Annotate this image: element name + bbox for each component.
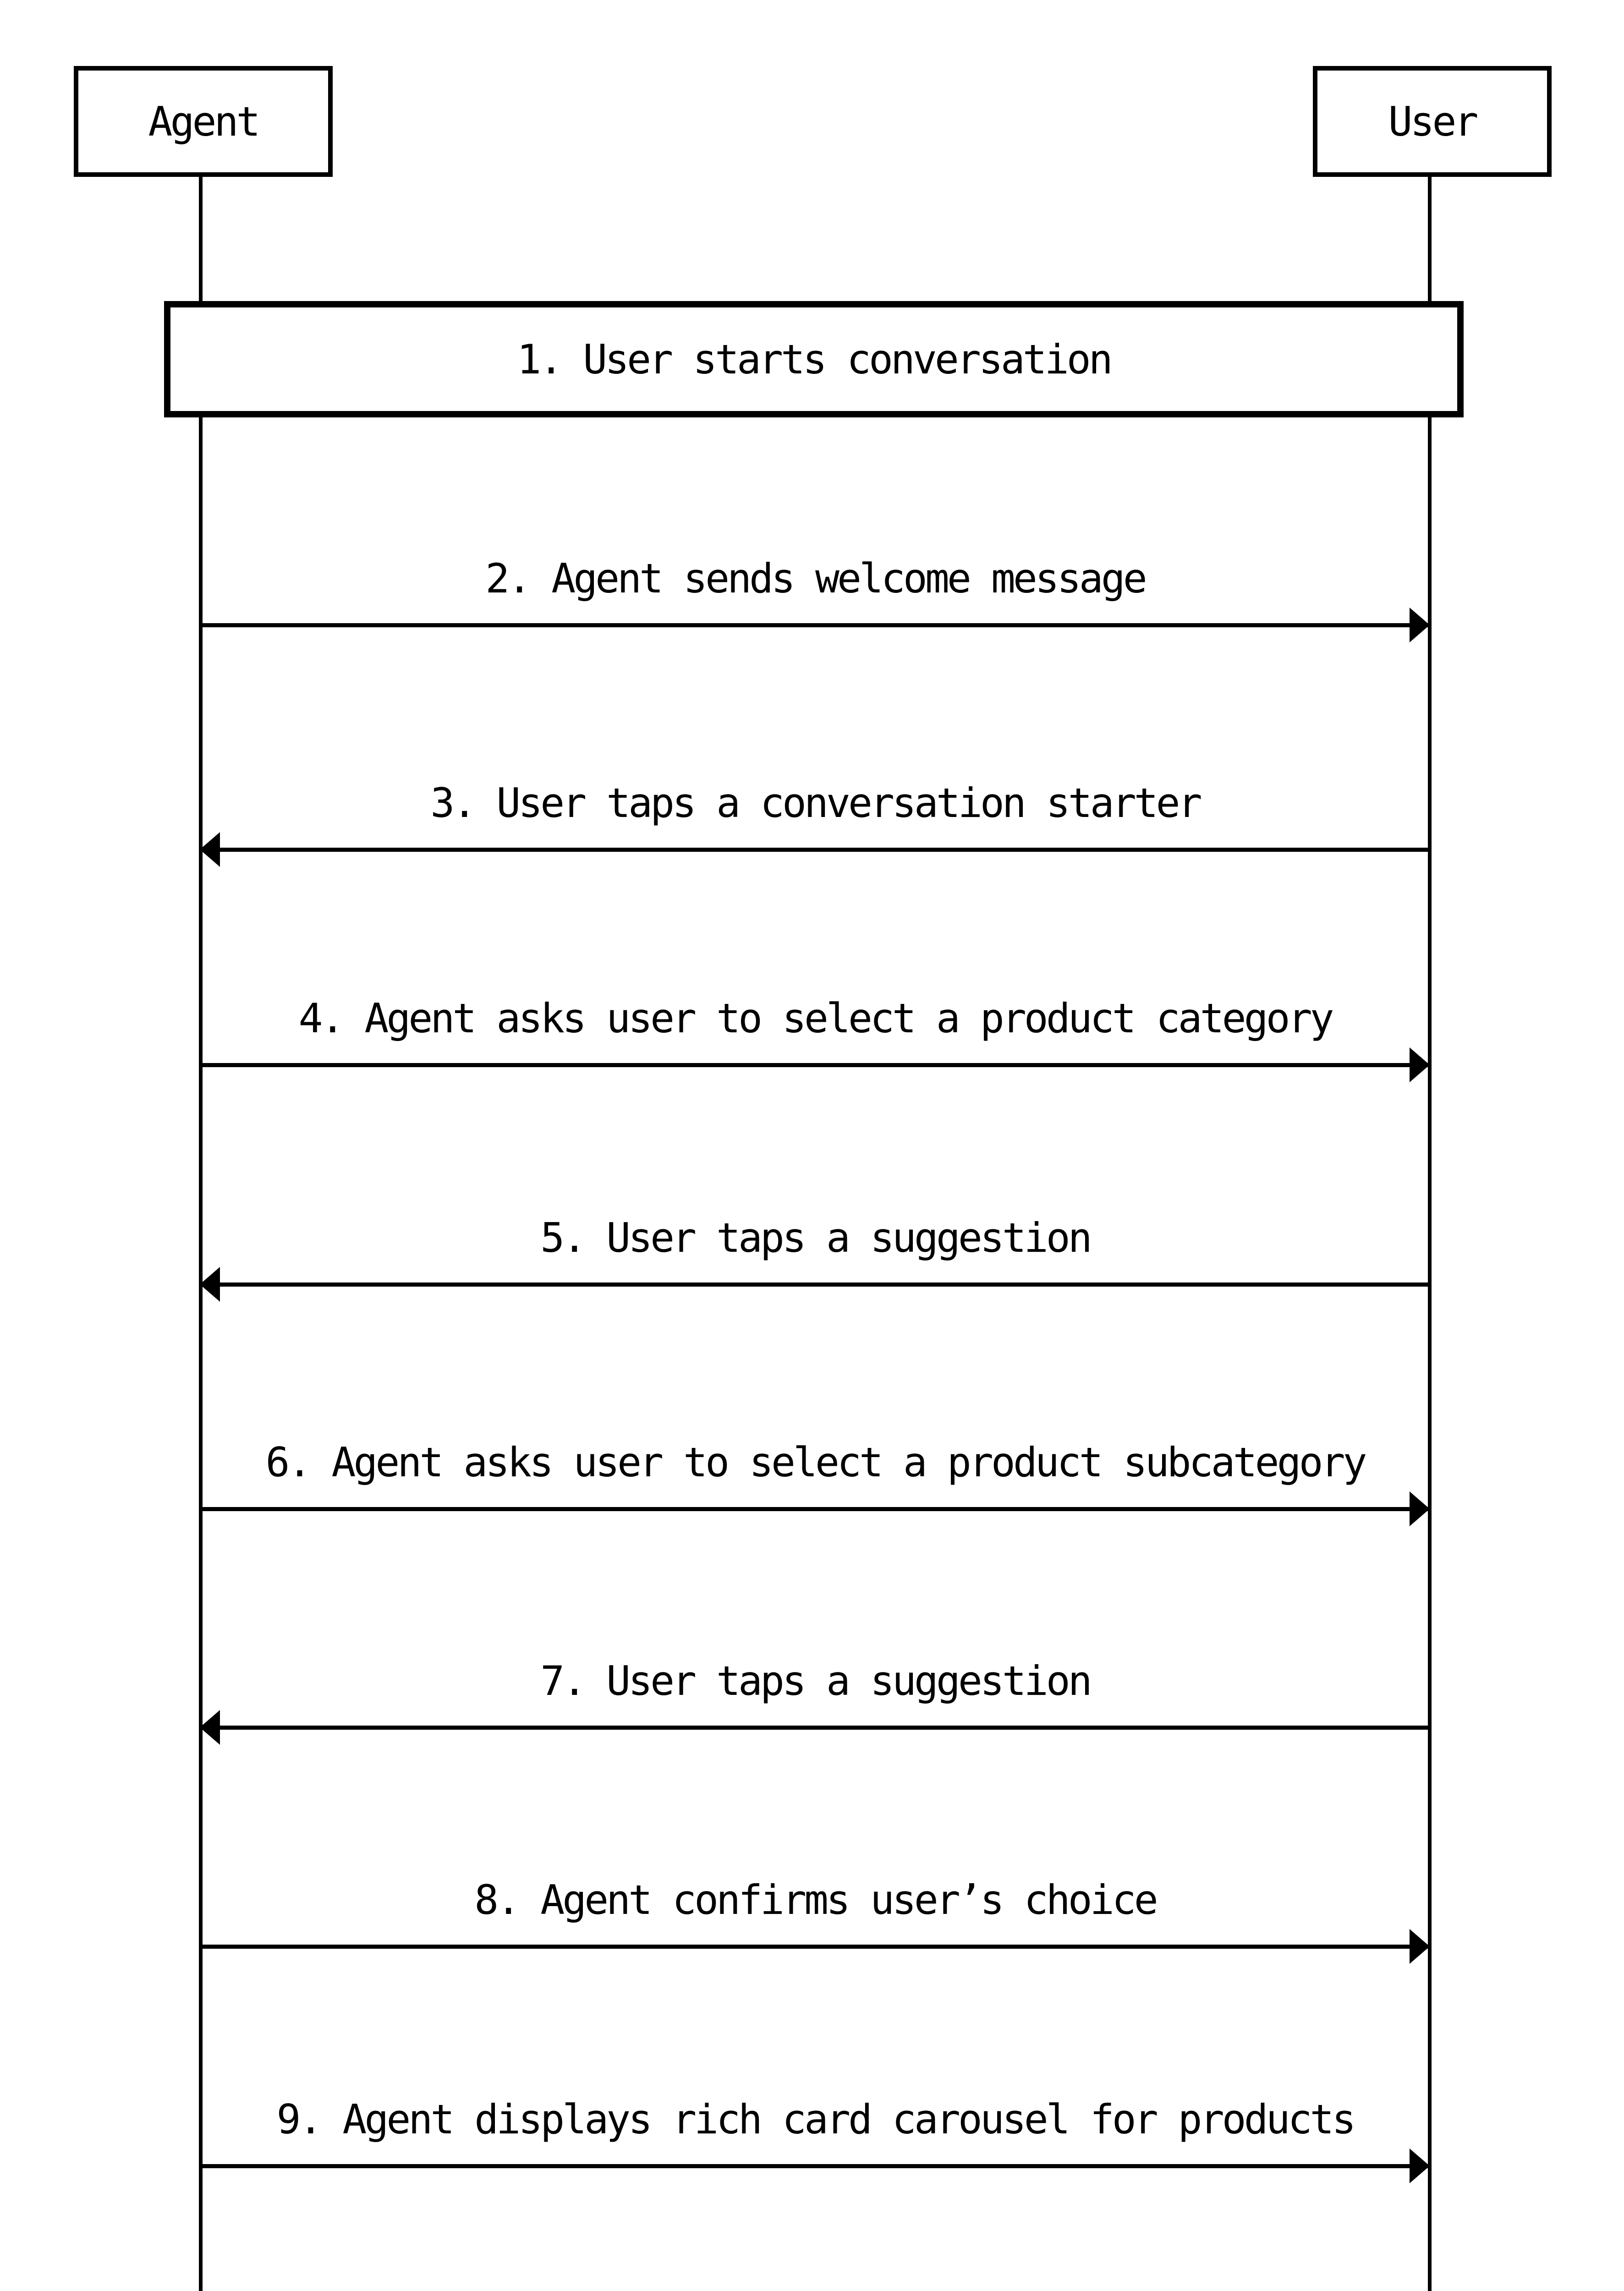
actor-label-agent: Agent bbox=[148, 98, 261, 145]
arrowhead-right-icon bbox=[1410, 608, 1430, 642]
actor-box-agent-top: Agent bbox=[74, 66, 333, 177]
message-label: 9. Agent displays rich card carousel for… bbox=[201, 2094, 1430, 2145]
arrowhead-right-icon bbox=[1410, 1491, 1430, 1526]
message-label: 4. Agent asks user to select a product c… bbox=[201, 993, 1430, 1044]
message-arrow-line bbox=[201, 848, 1430, 852]
message-label: 3. User taps a conversation starter bbox=[201, 778, 1430, 828]
arrowhead-right-icon bbox=[1410, 2148, 1430, 2183]
message-arrow-line bbox=[201, 623, 1430, 627]
message-text-line: 4. Agent asks user to select a product c… bbox=[298, 995, 1334, 1042]
note-text: 1. User starts conversation bbox=[517, 335, 1113, 383]
message-arrow-line bbox=[201, 1726, 1430, 1730]
message-arrow-line bbox=[201, 2164, 1430, 2168]
arrowhead-left-icon bbox=[200, 1710, 220, 1745]
arrowhead-right-icon bbox=[1410, 1929, 1430, 1964]
message-text-line: 5. User taps a suggestion bbox=[540, 1214, 1092, 1261]
lifeline-agent bbox=[199, 177, 203, 2291]
arrowhead-left-icon bbox=[200, 1267, 220, 1302]
note-banner: 1. User starts conversation bbox=[164, 301, 1464, 417]
message-text-line: 2. Agent sends welcome message bbox=[485, 555, 1147, 602]
message-text-line: 6. Agent asks user to select a product s… bbox=[265, 1439, 1367, 1486]
message-text-line: 7. User taps a suggestion bbox=[540, 1657, 1092, 1705]
arrowhead-right-icon bbox=[1410, 1047, 1430, 1082]
message-text-line: 9. Agent displays rich card carousel for… bbox=[276, 2096, 1356, 2143]
arrowhead-left-icon bbox=[200, 832, 220, 867]
message-label: 5. User taps a suggestion bbox=[201, 1213, 1430, 1263]
message-arrow-line bbox=[201, 1063, 1430, 1067]
message-label: 8. Agent confirms user’s choice bbox=[201, 1875, 1430, 1925]
message-text-line: 8. Agent confirms user’s choice bbox=[474, 1876, 1158, 1924]
actor-label-user: User bbox=[1388, 98, 1479, 145]
message-label: 6. Agent asks user to select a product s… bbox=[201, 1437, 1430, 1488]
message-arrow-line bbox=[201, 1945, 1430, 1949]
message-label: 7. User taps a suggestion bbox=[201, 1656, 1430, 1706]
message-arrow-line bbox=[201, 1507, 1430, 1511]
message-arrow-line bbox=[201, 1283, 1430, 1287]
message-text-line: 3. User taps a conversation starter bbox=[430, 779, 1202, 827]
actor-box-user-top: User bbox=[1313, 66, 1552, 177]
message-label: 2. Agent sends welcome message bbox=[201, 554, 1430, 604]
lifeline-user bbox=[1428, 177, 1432, 2291]
